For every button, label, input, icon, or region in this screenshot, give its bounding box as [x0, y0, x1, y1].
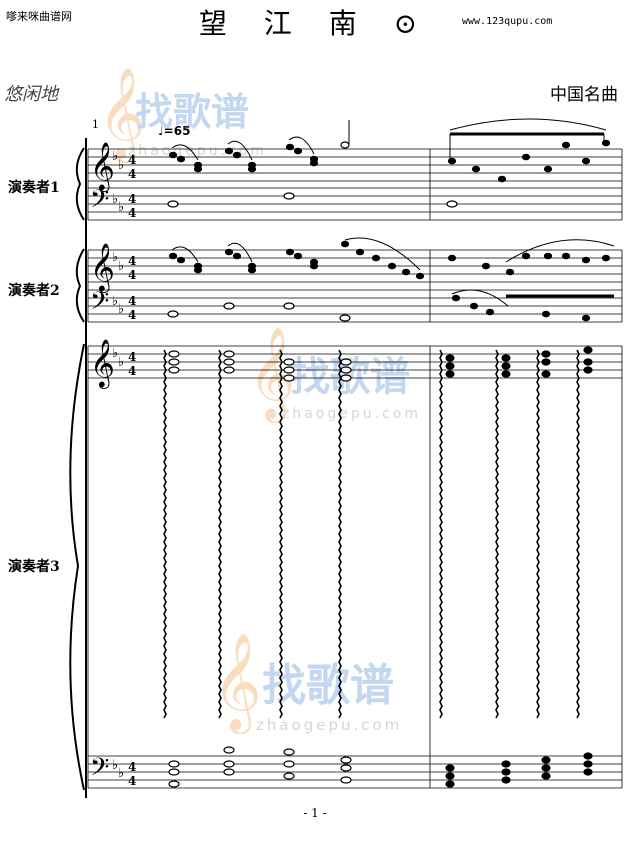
svg-text:4: 4	[128, 192, 136, 206]
svg-text:4: 4	[128, 153, 136, 167]
measure-number: 1	[92, 118, 99, 131]
svg-text:zhaogepu.com: zhaogepu.com	[256, 716, 402, 734]
svg-text:♭: ♭	[118, 200, 124, 215]
svg-text:4: 4	[128, 350, 136, 364]
svg-text:4: 4	[128, 206, 136, 220]
svg-text:找歌谱: 找歌谱	[262, 660, 394, 711]
svg-text:𝄢: 𝄢	[90, 185, 109, 220]
player1-brace	[75, 147, 85, 221]
svg-text:zhaogepu.com: zhaogepu.com	[282, 406, 421, 422]
song-title: 望 江 南 ⊙	[198, 7, 432, 40]
svg-text:zhaogepu.com: zhaogepu.com	[128, 143, 267, 159]
svg-text:𝄞: 𝄞	[248, 326, 295, 423]
watermark-logo-3: 𝄞 找歌谱 zhaogepu.com	[212, 632, 402, 734]
svg-text:4: 4	[128, 308, 136, 322]
svg-text:4: 4	[128, 167, 136, 181]
svg-text:♭: ♭	[118, 355, 124, 370]
player2-staves	[87, 249, 623, 323]
svg-text:4: 4	[128, 254, 136, 268]
svg-text:♭: ♭	[112, 149, 118, 164]
arpeggio-lines	[163, 349, 580, 719]
svg-text:4: 4	[128, 268, 136, 282]
svg-text:𝄢: 𝄢	[90, 287, 109, 322]
tempo-marking: ♩=65	[158, 124, 191, 138]
svg-text:♭: ♭	[118, 259, 124, 274]
svg-text:𝄞: 𝄞	[98, 66, 145, 163]
svg-text:♭: ♭	[118, 302, 124, 317]
player3-brace	[69, 343, 85, 791]
svg-text:♭: ♭	[112, 250, 118, 265]
player2-notes	[167, 237, 615, 322]
page-number: - 1 -	[303, 806, 327, 820]
site-name: 嗲来咪曲谱网	[6, 10, 72, 23]
player3-name: 演奏者3	[8, 559, 60, 575]
svg-text:♭: ♭	[112, 346, 118, 361]
player3-notes	[168, 346, 593, 788]
svg-text:𝄢: 𝄢	[90, 753, 109, 788]
player2-brace	[75, 248, 85, 323]
svg-text:找歌谱: 找歌谱	[135, 90, 249, 134]
player1-notes	[167, 118, 611, 208]
player1-name: 演奏者1	[8, 180, 60, 196]
watermark-logo-2: 𝄞 找歌谱 zhaogepu.com	[248, 326, 421, 423]
watermark-logo-1: 𝄞 找歌谱 zhaogepu.com	[98, 66, 267, 163]
tempo-word: 悠闲地	[4, 84, 58, 105]
svg-text:♭: ♭	[118, 158, 124, 173]
svg-text:𝄞: 𝄞	[90, 242, 115, 293]
svg-text:♭: ♭	[112, 758, 118, 773]
svg-text:♭: ♭	[118, 766, 124, 781]
svg-text:4: 4	[128, 760, 136, 774]
site-url: www.123qupu.com	[462, 16, 553, 27]
svg-text:♭: ♭	[112, 294, 118, 309]
svg-text:𝄞: 𝄞	[90, 141, 115, 192]
clefs-keys-times: 𝄞 𝄢 𝄞 𝄢 𝄞 𝄢 ♭♭ ♭♭ ♭♭ ♭♭ ♭♭ ♭♭ 44 44 44 4…	[90, 141, 136, 788]
svg-text:4: 4	[128, 364, 136, 378]
composer-credit: 中国名曲	[550, 85, 618, 105]
svg-text:♭: ♭	[112, 192, 118, 207]
svg-text:4: 4	[128, 774, 136, 788]
player1-staves	[87, 148, 623, 221]
svg-text:4: 4	[128, 294, 136, 308]
player2-name: 演奏者2	[8, 283, 60, 299]
svg-text:𝄞: 𝄞	[90, 338, 115, 389]
